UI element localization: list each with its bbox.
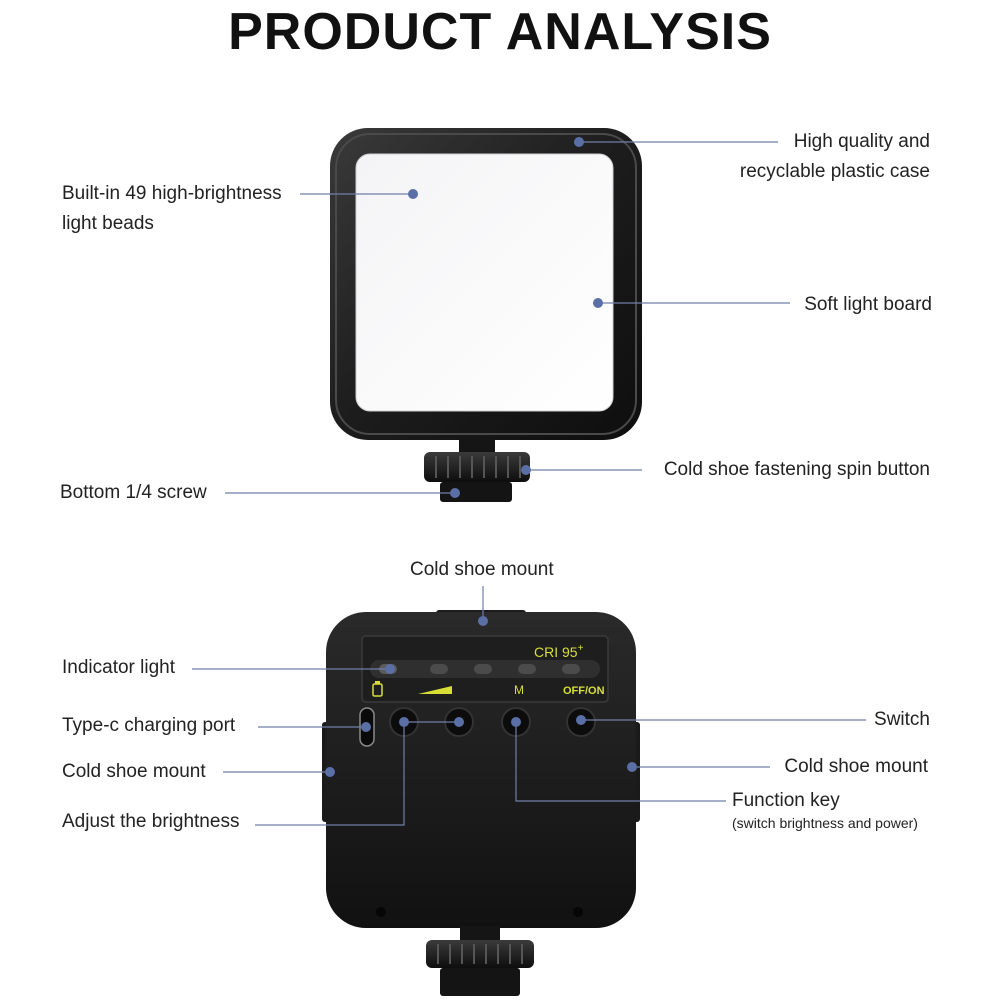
label-spin-button: Cold shoe fastening spin button: [663, 459, 930, 480]
label-right-mount: Cold shoe mount: [784, 756, 928, 777]
leader-lines: [192, 141, 866, 826]
m-label: M: [514, 683, 524, 697]
leader-brightness: [255, 721, 459, 826]
callout-dots: [325, 137, 637, 777]
label-brightness: Adjust the brightness: [62, 811, 240, 832]
spin-button: [424, 452, 530, 482]
page-title: PRODUCT ANALYSIS: [228, 3, 772, 61]
dot-case: [574, 137, 584, 147]
dot-beads: [408, 189, 418, 199]
dot-brightness-plus: [454, 717, 464, 727]
dot-soft-board: [593, 298, 603, 308]
dot-indicator: [385, 664, 395, 674]
dot-top-mount: [478, 616, 488, 626]
dot-typec: [361, 722, 371, 732]
label-indicator: Indicator light: [62, 657, 176, 678]
label-case: High quality and recyclable plastic case: [739, 131, 930, 182]
dot-screw: [450, 488, 460, 498]
battery-icon: [372, 681, 383, 697]
front-stem: [459, 438, 495, 456]
label-left-mount: Cold shoe mount: [62, 761, 206, 782]
back-view: CRI 95+ M OFF/ON: [322, 610, 640, 996]
brightness-wedge-icon: [418, 686, 452, 694]
label-switch: Switch: [874, 709, 930, 730]
back-screw-right: [573, 907, 583, 917]
indicator-led-4: [518, 664, 536, 674]
label-screw: Bottom 1/4 screw: [60, 482, 207, 503]
bottom-spin-knob: [426, 940, 534, 968]
leader-function-key: [515, 722, 726, 802]
dot-function-key: [511, 717, 521, 727]
soft-light-board: [355, 153, 614, 412]
cri-text: CRI 95+: [534, 643, 584, 660]
label-soft-board: Soft light board: [804, 294, 932, 315]
dot-switch: [576, 715, 586, 725]
dot-left-mount: [325, 767, 335, 777]
dot-brightness-minus: [399, 717, 409, 727]
label-beads: Built-in 49 high-brightness light beads: [62, 183, 282, 234]
front-view: [330, 128, 642, 502]
dot-right-mount: [627, 762, 637, 772]
label-function-key-note: (switch brightness and power): [732, 815, 918, 831]
offon-label: OFF/ON: [563, 685, 605, 697]
back-screw-left: [376, 907, 386, 917]
front-case-rim: [335, 133, 637, 435]
indicator-led-2: [430, 664, 448, 674]
label-top-mount: Cold shoe mount: [410, 559, 554, 580]
indicator-led-5: [562, 664, 580, 674]
indicator-led-3: [474, 664, 492, 674]
dot-spin-button: [521, 465, 531, 475]
label-typec: Type-c charging port: [62, 715, 236, 736]
label-function-key: Function key: [732, 790, 840, 811]
